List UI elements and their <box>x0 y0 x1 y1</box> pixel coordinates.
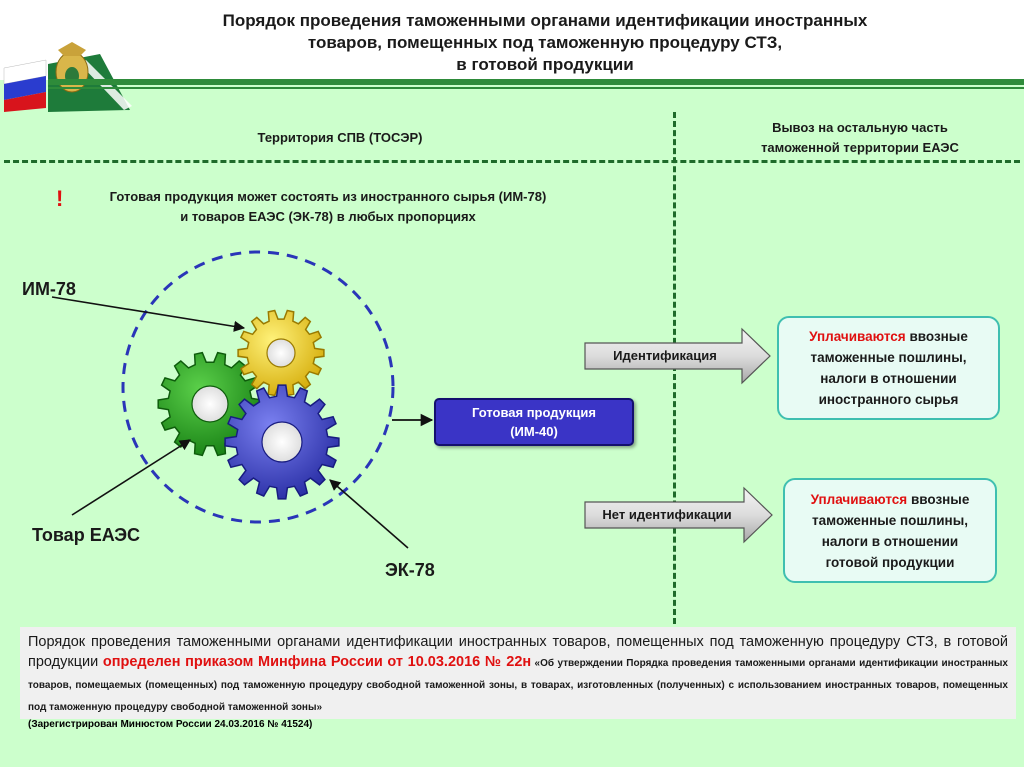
result-box-foreign-raw: Уплачиваются ввозные таможенные пошлины,… <box>777 316 1000 420</box>
registration-note: (Зарегистрирован Минюстом России 24.03.2… <box>28 719 313 730</box>
page-title: Порядок проведения таможенными органами … <box>222 11 868 74</box>
left-column-title: Территория СПВ (ТОСЭР) <box>257 130 423 145</box>
note-text: Готовая продукция может состоять из инос… <box>109 189 547 224</box>
result-box-finished-product: Уплачиваются ввозные таможенные пошлины,… <box>783 478 997 583</box>
pointer-arrow-eaes <box>71 439 191 516</box>
right-column-title: Вывоз на остальную часть таможенной терр… <box>761 120 959 155</box>
no-identification-label: Нет идентификации <box>602 507 732 522</box>
header-stripe <box>48 79 1024 85</box>
label-ek78: ЭК-78 <box>385 560 435 580</box>
identification-label: Идентификация <box>613 348 717 363</box>
label-im78: ИМ-78 <box>22 279 76 299</box>
dashed-circle <box>121 250 395 524</box>
pointer-arrow-im78 <box>51 296 246 332</box>
label-eaes-goods: Товар ЕАЭС <box>32 525 141 545</box>
green-gear-icon <box>157 351 263 457</box>
header-stripe-thin <box>48 87 1024 89</box>
horizontal-divider <box>4 160 1020 163</box>
footer-legal-note: Порядок проведения таможенными органами … <box>20 627 1016 730</box>
finished-product-box: Готовая продукция (ИМ-40) <box>434 398 634 446</box>
russian-flag-icon <box>3 59 47 112</box>
blue-gear-icon <box>224 384 340 500</box>
identification-arrow <box>584 327 771 385</box>
no-identification-arrow <box>584 486 773 544</box>
pointer-arrow-ek78 <box>329 479 409 549</box>
yellow-gear-icon <box>237 309 325 397</box>
warning-mark: ! <box>56 186 64 211</box>
